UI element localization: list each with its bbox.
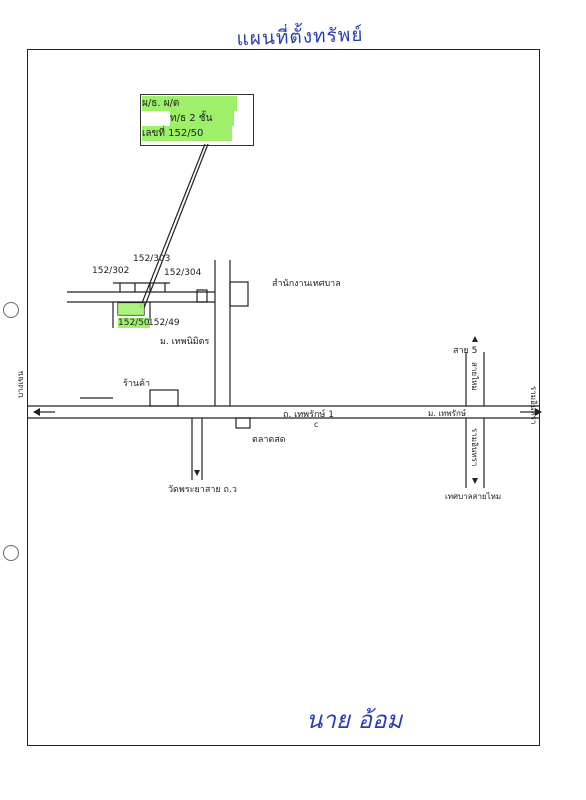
office-label: สำนักงานเทศบาล xyxy=(272,279,341,289)
cross-road-label: สายไหม xyxy=(470,362,479,391)
km-label: ม. เทพรักษ์ xyxy=(428,409,467,418)
legend-line-1: ผ/ธ. ผ/ด xyxy=(142,96,237,111)
binder-hole-bottom xyxy=(3,545,19,561)
binder-hole-top xyxy=(3,302,19,318)
market-label: ตลาดสด xyxy=(252,435,286,445)
legend-line-2: ท/ธ 2 ชั้น xyxy=(170,111,234,126)
lot-d-label: 152/49 xyxy=(148,318,180,328)
cross-road-label-2: รามอินทรา xyxy=(470,428,479,467)
legend-line-3: เลขที่ 152/50 xyxy=(142,126,232,141)
c-mark: c xyxy=(314,420,319,429)
village-road-label: ม. เทพนิมิตร xyxy=(160,337,210,347)
north-label: สาย 5 xyxy=(453,346,478,356)
target-lot-label: 152/50 xyxy=(118,318,150,328)
lot-b-label: 152/303 xyxy=(133,254,171,264)
main-road-label: ถ. เทพรักษ์ 1 xyxy=(283,410,334,420)
signature: นาย อ้อม xyxy=(300,690,530,750)
temple-road-label: วัดพระยาสาย ถ.ว xyxy=(168,485,237,495)
lot-a-label: 152/302 xyxy=(92,266,130,276)
right-end-label: รามอินทรา xyxy=(529,386,538,425)
legend-box xyxy=(140,94,254,146)
left-end-label: บางเขน xyxy=(16,370,25,398)
shop-label: ร้านค้า xyxy=(123,379,151,389)
south-label: เทศบาลสายไหม xyxy=(445,492,502,501)
signature-text: นาย อ้อม xyxy=(306,706,403,734)
document-frame xyxy=(27,49,540,746)
lot-c-label: 152/304 xyxy=(164,268,202,278)
